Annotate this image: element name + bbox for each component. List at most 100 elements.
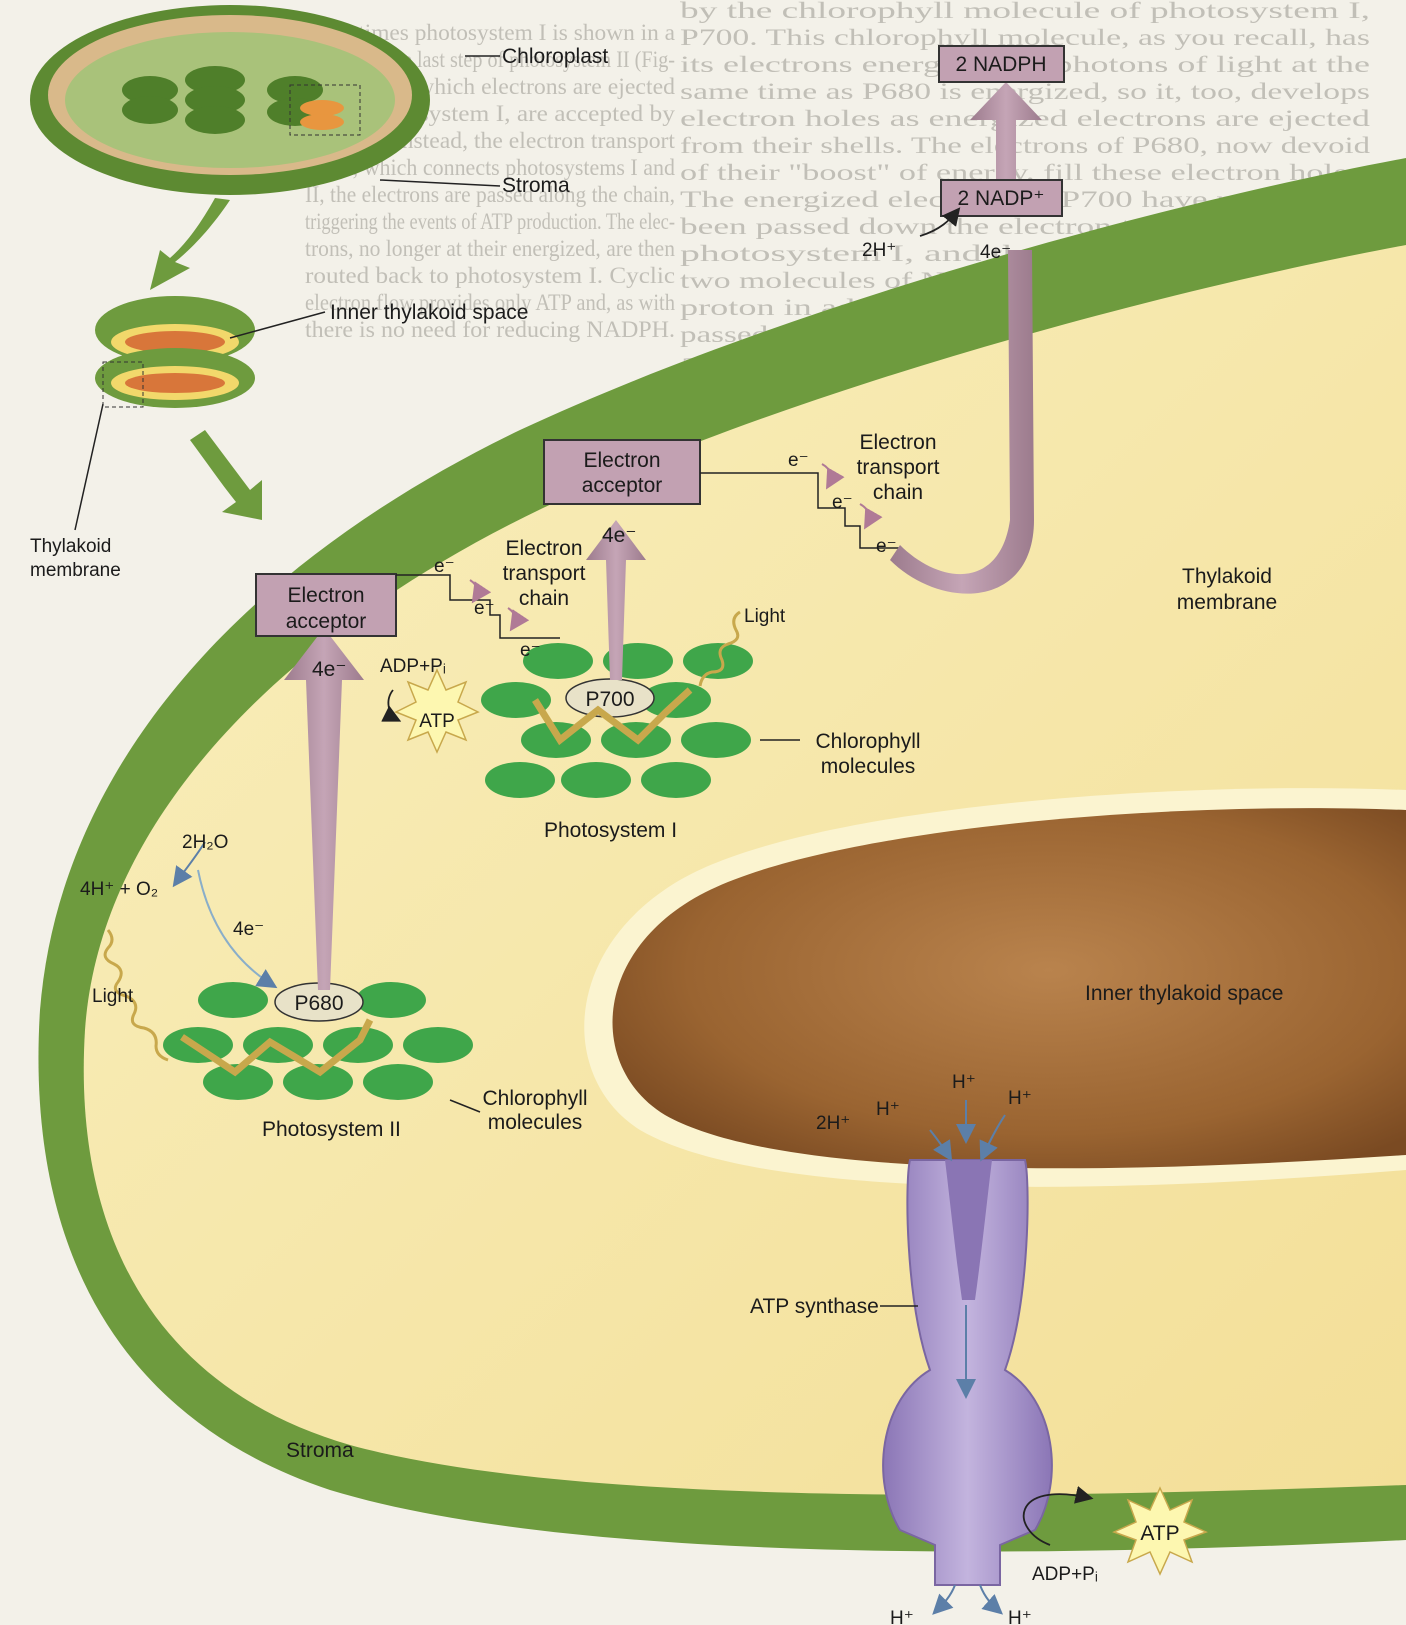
etc2-label-line: chain	[873, 481, 923, 504]
synthase-adp-label: ADP+Pᵢ	[1032, 1564, 1098, 1585]
ps1-label: Photosystem I	[544, 819, 677, 842]
ps2-chlorophyll-leader	[449, 1099, 481, 1113]
ps2-chlorophyll-label-line: Chlorophyll	[482, 1087, 587, 1110]
atp-synthase-complex	[882, 1159, 1053, 1586]
nadp-label: 2 NADP⁺	[958, 187, 1045, 210]
label-thylakoid-membrane-right-line: Thylakoid	[1182, 565, 1272, 588]
stroma-top-leader	[379, 179, 501, 187]
water-products-label: 4H⁺ + O₂	[80, 879, 158, 900]
nadph-label: 2 NADPH	[955, 53, 1046, 76]
background-text-line: there is no need for reducing NADPH.	[305, 317, 675, 342]
synthase-adp-arrow	[1022, 1486, 1094, 1546]
label-chloroplast: Chloroplast	[502, 45, 608, 68]
nadph-box	[938, 45, 1065, 83]
ps2-acceptor-label-line: acceptor	[286, 610, 367, 633]
ps1-acceptor-label-line: Electron	[583, 449, 660, 472]
ps2-up-arrow	[284, 628, 364, 990]
label-stroma-top: Stroma	[502, 174, 570, 197]
water-label: 2H₂O	[182, 832, 228, 853]
ps1-electrons-up: 4e⁻	[602, 524, 636, 547]
label-thylakoid-membrane-left-line: membrane	[30, 560, 121, 581]
lumen-fill	[612, 808, 1406, 1169]
synthase-proton-exit-right: H⁺	[1008, 1608, 1032, 1625]
label-atp-synthase: ATP synthase	[750, 1295, 879, 1318]
ps1-energy-path	[532, 687, 693, 746]
proton-arrow-right	[979, 1114, 1006, 1162]
etc2-electron-3: e⁻	[876, 536, 897, 557]
background-text-line: triggering the events of ATP production.…	[305, 209, 675, 234]
background-text-line: trons, no longer at their energized, are…	[305, 236, 675, 261]
ps2-light-label: Light	[92, 986, 134, 1007]
synthase-proton-right: H⁺	[1008, 1088, 1032, 1109]
ps2-acceptor-label-line: Electron	[287, 584, 364, 607]
water-arrow	[172, 841, 206, 888]
etc1-staircase	[396, 574, 560, 639]
label-thylakoid-membrane-left-line: Thylakoid	[30, 536, 111, 557]
p680-label: P680	[294, 992, 343, 1015]
ps2-electrons-up: 4e⁻	[312, 658, 346, 681]
etc1-electron-arrow-2	[507, 607, 530, 632]
ps2-light-wave	[103, 929, 169, 1062]
proton-exit-right	[979, 1584, 1004, 1615]
synthase-protons-total: 2H⁺	[816, 1113, 850, 1134]
etc1-electron-3: e⁻	[520, 640, 541, 661]
ps2-energy-path	[180, 1018, 374, 1077]
label-inner-thylakoid-top: Inner thylakoid space	[330, 301, 528, 324]
ps1-acceptor-label-line: acceptor	[582, 474, 663, 497]
inner-thylakoid-leader	[229, 311, 326, 339]
ps2-adp-label: ADP+Pᵢ	[380, 656, 446, 677]
ps1-electron-acceptor-box	[543, 439, 701, 505]
p700-label: P700	[585, 688, 634, 711]
nadph-up-arrow	[970, 82, 1042, 180]
background-text-line: electron flow provides only ATP and, as …	[305, 290, 675, 315]
ps2-electron-acceptor-box	[255, 573, 397, 637]
nadp-proton-arrow	[919, 207, 961, 237]
ps2-acceptor-label: Electron acceptor	[286, 584, 367, 633]
synthase-proton-exit-left: H⁺	[890, 1608, 914, 1625]
water-electron-arrow	[197, 869, 278, 989]
granum-illustration	[95, 296, 255, 408]
background-text-line: from their shells. The electrons of P680…	[680, 133, 1371, 158]
etc1-label-line: transport	[503, 562, 586, 585]
proton-arrow-left	[929, 1129, 953, 1162]
etc2-label-line: transport	[857, 456, 940, 479]
ps2-chlorophyll-label-line: molecules	[488, 1111, 583, 1134]
etc1-electron-arrow-1	[469, 579, 492, 604]
ps1-light-wave	[698, 610, 741, 687]
nadp-box	[940, 179, 1063, 217]
ps1-chlorophyll-label-line: Chlorophyll	[815, 730, 920, 753]
synthase-atp-label: ATP	[1140, 1522, 1179, 1545]
ps1-chlorophyll-label-line: molecules	[821, 755, 916, 778]
ps1-light-label: Light	[744, 606, 786, 627]
label-thylakoid-membrane-right-line: membrane	[1177, 591, 1277, 614]
etc1-electron-2: e⁻	[474, 598, 495, 619]
etc2-electron-arrow-1	[821, 463, 845, 490]
etc2-electron-1: e⁻	[788, 450, 809, 471]
ps2-atp-starburst	[394, 668, 480, 754]
ps2-atp-label: ATP	[419, 711, 455, 732]
label-inner-thylakoid-main: Inner thylakoid space	[1085, 982, 1283, 1005]
etc1-label-line: chain	[519, 587, 569, 610]
ps2-label: Photosystem II	[262, 1118, 401, 1141]
synthase-atp-starburst	[1112, 1486, 1208, 1576]
etc2-electron-2: e⁻	[832, 492, 853, 513]
synthase-proton-left: H⁺	[876, 1099, 900, 1120]
label-thylakoid-membrane-left: Thylakoid membrane	[30, 536, 121, 581]
zoom-arrow-2	[190, 430, 262, 520]
thylakoid-membrane-left-leader	[74, 403, 104, 531]
nadp-electrons-label: 4e⁻	[980, 242, 1011, 263]
nadp-curved-arrow	[890, 250, 1034, 594]
ps1-up-arrow	[586, 520, 646, 680]
zoom-arrow-1	[150, 198, 230, 290]
synthase-proton-top: H⁺	[952, 1072, 976, 1093]
background-text-line: same time as P680 is energized, so it, t…	[680, 79, 1370, 104]
background-text-line: by the chlorophyll molecule of photosyst…	[680, 0, 1370, 23]
ps2-adp-arrow	[381, 689, 402, 722]
